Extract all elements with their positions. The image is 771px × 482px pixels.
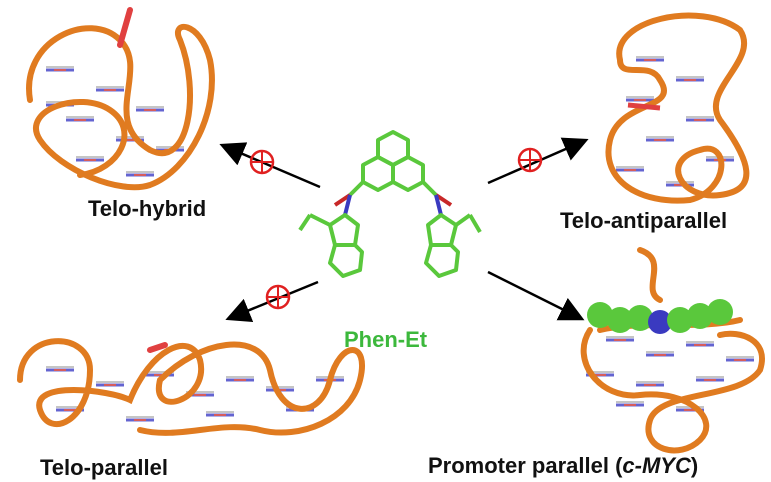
telo-hybrid-structure (26, 7, 215, 191)
telo-antiparallel-structure (605, 12, 750, 204)
label-telo-antiparallel: Telo-antiparallel (560, 208, 728, 233)
phen-et-molecule (298, 130, 482, 278)
arrow-to-telo-parallel (225, 280, 319, 322)
arrow-to-telo-antiparallel (487, 137, 589, 185)
c-myc-structure (580, 247, 765, 454)
telo-parallel-structure (17, 338, 365, 436)
label-c-myc: Promoter parallel (c-MYC) (428, 453, 698, 479)
bound-ligand (587, 299, 733, 334)
label-c-myc-prefix: Promoter parallel ( (428, 453, 623, 478)
label-telo-parallel: Telo-parallel (40, 455, 168, 480)
label-c-myc-suffix: ) (690, 453, 699, 478)
no-binding-icon (249, 149, 275, 175)
label-telo-hybrid: Telo-hybrid (88, 196, 207, 221)
label-c-myc-italic: c-MYC (622, 453, 691, 478)
label-phen-et: Phen-Et (344, 327, 428, 352)
arrow-to-c-myc (487, 270, 585, 321)
no-binding-icon (517, 147, 543, 173)
no-binding-icon (265, 284, 291, 310)
